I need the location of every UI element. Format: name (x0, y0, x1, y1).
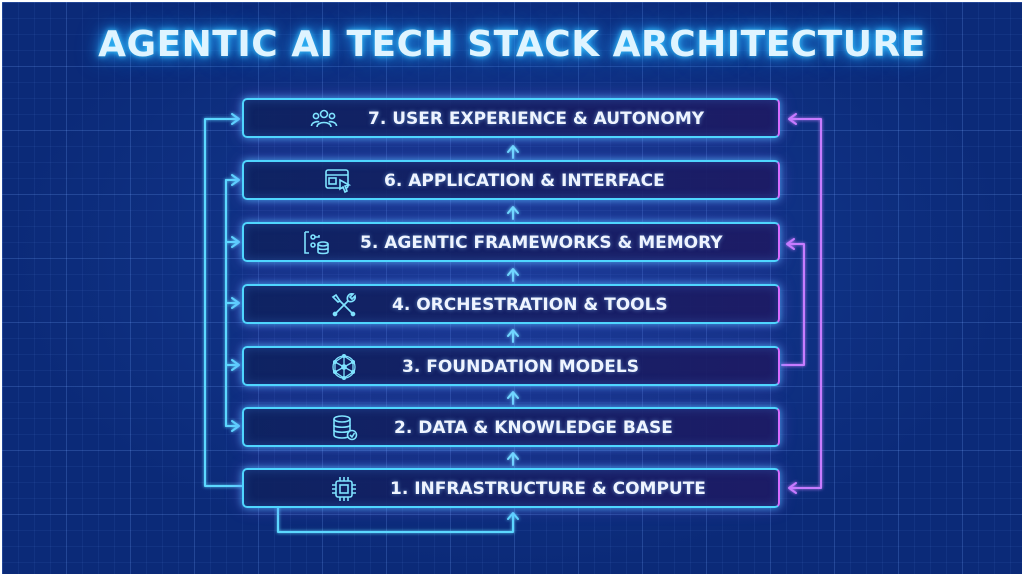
layer-2-data-knowledge: 2. DATA & KNOWLEDGE BASE (242, 407, 780, 447)
layer-label: 6. APPLICATION & INTERFACE (384, 171, 665, 191)
arrow-4-to-5 (507, 268, 519, 282)
layer-label: 2. DATA & KNOWLEDGE BASE (394, 418, 673, 438)
arrow-1-to-2 (507, 452, 519, 466)
arrow-2-to-3 (507, 391, 519, 405)
layer-label: 5. AGENTIC FRAMEWORKS & MEMORY (360, 233, 723, 253)
arrow-3-to-4 (507, 329, 519, 343)
central-flow-arrows (507, 145, 519, 466)
layer-1-infrastructure: 1. INFRASTRUCTURE & COMPUTE (242, 468, 780, 508)
layer-5-agentic-frameworks: 5. AGENTIC FRAMEWORKS & MEMORY (242, 222, 780, 262)
database-icon (333, 415, 358, 441)
layer-3-foundation-models: 3. FOUNDATION MODELS (242, 346, 780, 386)
layer-4-orchestration-tools: 4. ORCHESTRATION & TOOLS (242, 284, 780, 324)
layer-label: 3. FOUNDATION MODELS (402, 357, 639, 377)
browser-cursor-icon (325, 169, 352, 194)
neural-network-icon (332, 353, 356, 381)
layer-6-application-interface: 6. APPLICATION & INTERFACE (242, 160, 780, 200)
framework-database-icon (304, 231, 329, 255)
arrow-5-to-6 (507, 206, 519, 220)
diagram-title: AGENTIC AI TECH STACK ARCHITECTURE (98, 24, 926, 65)
layer-label: 7. USER EXPERIENCE & AUTONOMY (368, 109, 705, 129)
users-icon (310, 109, 338, 128)
layer-label: 1. INFRASTRUCTURE & COMPUTE (390, 479, 706, 499)
tools-icon (331, 293, 356, 317)
layer-label: 4. ORCHESTRATION & TOOLS (392, 295, 668, 315)
chip-icon (332, 477, 356, 501)
arrow-6-to-7 (507, 145, 519, 159)
layer-7-user-experience: 7. USER EXPERIENCE & AUTONOMY (242, 98, 780, 138)
left-outer-connector (204, 113, 243, 487)
right-inner-connector (781, 238, 805, 366)
left-inner-connector (225, 174, 240, 432)
right-outer-connector (788, 113, 822, 494)
bottom-feedback-connector (277, 506, 519, 533)
